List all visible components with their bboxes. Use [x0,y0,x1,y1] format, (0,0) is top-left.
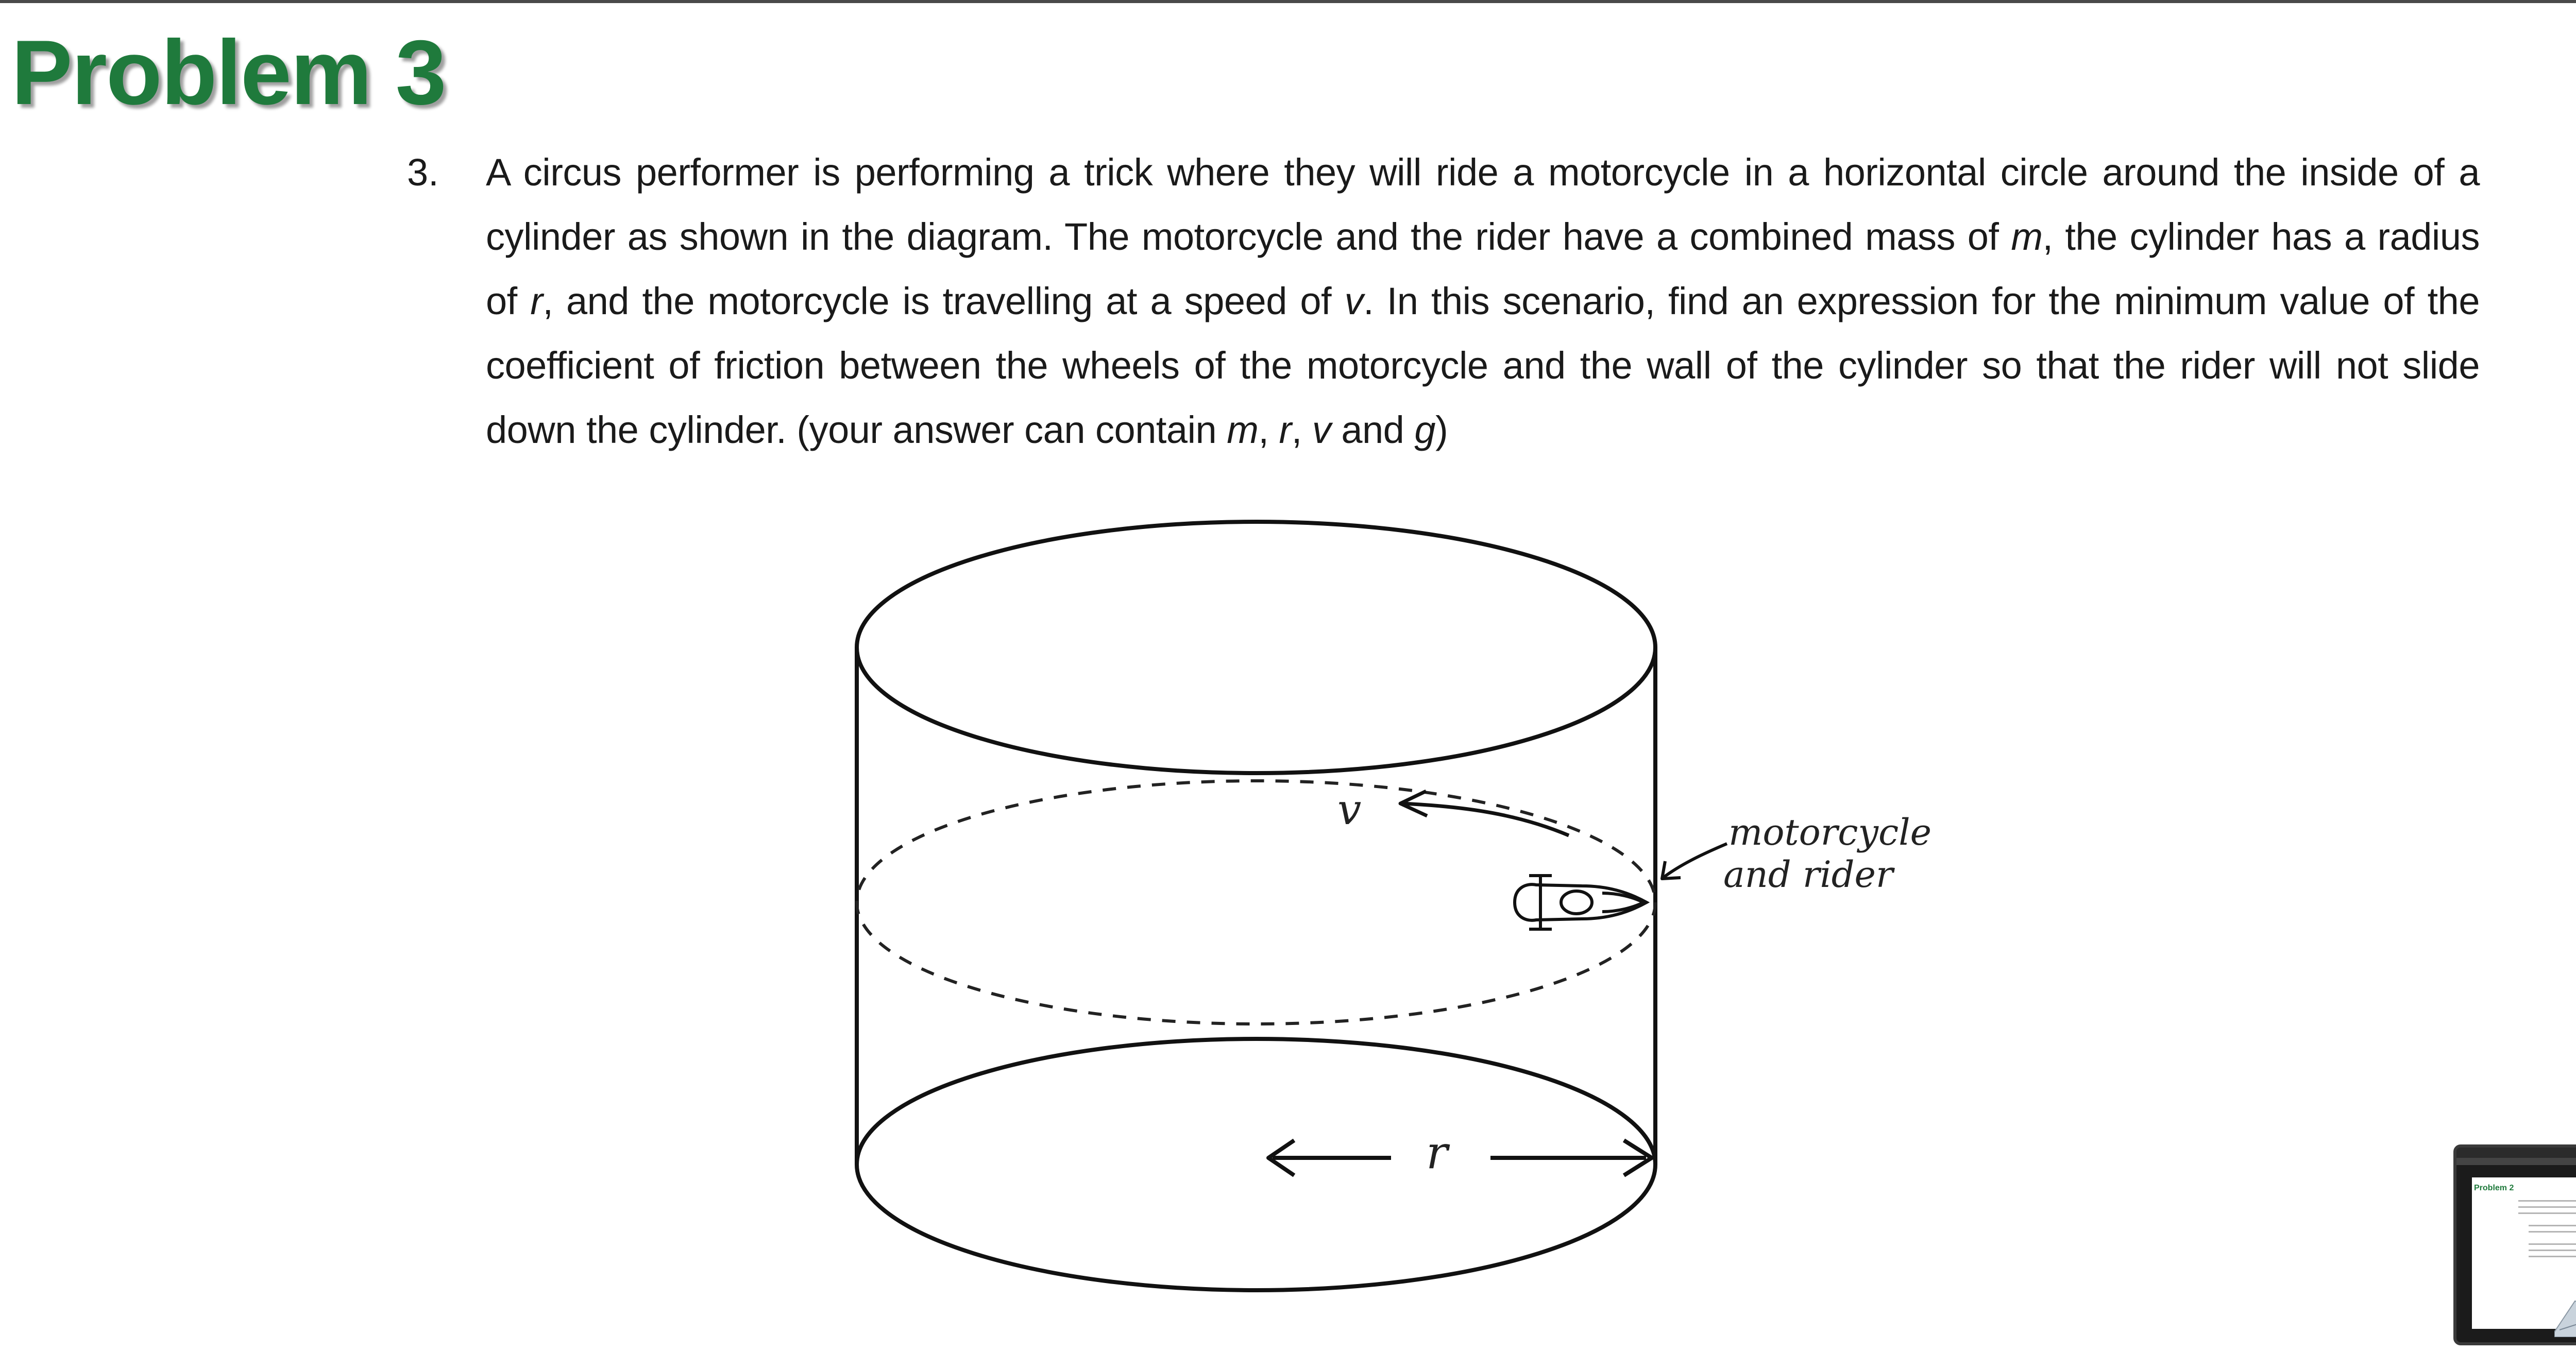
radius-arrow-right-head [1622,1138,1654,1177]
thumbnail-text-line [2518,1206,2576,1208]
thumbnail-titlebar [2456,1148,2576,1158]
question-number: 3. [407,151,439,194]
thumbnail-figure [2554,1300,2576,1337]
speed-label: v [1337,785,1361,834]
velocity-arrow [1402,801,1570,837]
thumbnail-text-line [2518,1200,2576,1202]
velocity-arrowhead [1398,789,1428,818]
cylinder-bottom-ellipse [855,1037,1657,1292]
thumbnail-title: Problem 2 [2474,1184,2514,1192]
motorcycle-rider-icon [1513,874,1650,931]
thumbnail-text-line [2529,1243,2576,1245]
slide-title: Problem 3 [11,21,447,124]
thumbnail-page: Problem 2 [2472,1177,2576,1337]
thumbnail-toolbar [2456,1158,2576,1165]
thumbnail-text-line [2529,1256,2576,1257]
thumbnail-text-line [2529,1250,2576,1251]
radius-label: r [1426,1126,1450,1179]
rider-label-line2: and rider [1723,853,1895,896]
question-text: A circus performer is performing a trick… [486,151,2480,451]
top-divider-line [0,0,2576,3]
cylinder-top-ellipse [855,520,1657,775]
rider-label-arrowhead [1660,861,1681,880]
thumbnail-text-line [2518,1212,2576,1214]
rider-label-line1: motorcycle [1728,811,1931,853]
rider-label-arrow [1662,842,1728,879]
thumbnail-text-line [2529,1231,2576,1233]
thumbnail-text-line [2529,1225,2576,1226]
motorcycle-path-dashed-ellipse [855,779,1657,1025]
slide-thumbnail-preview[interactable]: Problem 2 [2453,1144,2576,1345]
radius-arrow-left-head [1266,1138,1296,1177]
